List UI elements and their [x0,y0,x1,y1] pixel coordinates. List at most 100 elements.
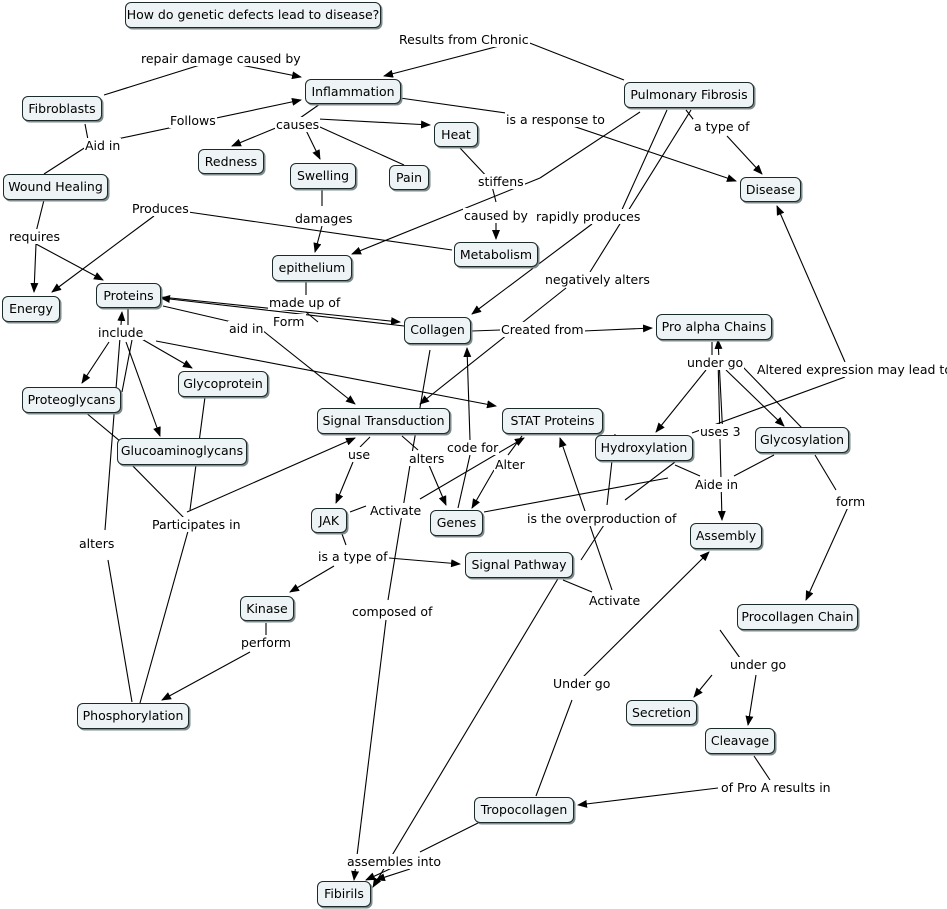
connector-line [186,437,356,513]
connector-line [753,755,771,781]
concept-epithelium[interactable]: epithelium [272,255,352,281]
link-label-follows: Follows [169,113,217,128]
link-label-composed-of: composed of [351,604,434,619]
link-label-aid-in: Aid in [84,138,122,153]
link-label-activate-jak: Activate [369,503,423,518]
connector-line [471,469,495,509]
connector-line [579,551,710,681]
connector-line [693,674,713,698]
concept-wound-healing[interactable]: Wound Healing [3,174,108,200]
concept-metabolism[interactable]: Metabolism [454,242,538,267]
connector-line [814,454,837,491]
link-label-is-a-type-of: is a type of [317,549,389,564]
concept-glycoprotein[interactable]: Glycoprotein [178,371,268,397]
link-label-rapidly-produces: rapidly produces [535,209,642,224]
link-label-made-up-of: made up of [268,295,342,310]
connector-line [388,557,461,568]
connector-line [121,339,133,393]
concept-glucoaminoglycans[interactable]: Glucoaminoglycans [117,438,247,465]
connector-line [589,109,692,273]
connector-line [741,365,803,429]
concept-kinase[interactable]: Kinase [240,596,294,621]
connector-line [35,199,45,233]
connector-line [139,337,193,369]
concept-stat-proteins[interactable]: STAT Proteins [502,408,603,434]
connector-line [725,369,785,427]
link-label-under-go-tropo: Under go [552,676,612,691]
link-label-alter: Alter [494,457,526,472]
concept-redness[interactable]: Redness [198,149,264,174]
concept-energy[interactable]: Energy [2,296,60,322]
concept-inflammation[interactable]: Inflammation [305,79,401,104]
link-label-negatively-alters: negatively alters [544,272,651,287]
concept-cleavage[interactable]: Cleavage [705,728,775,754]
concept-assembly[interactable]: Assembly [690,523,762,549]
connector-line [341,533,347,546]
link-label-causes: causes [275,117,321,132]
concept-fibirils[interactable]: Fibirils [317,881,371,907]
connector-line [717,357,726,521]
concept-procollagen-chain[interactable]: Procollagen Chain [737,604,858,630]
concept-disease[interactable]: Disease [740,177,801,202]
connector-line [335,461,354,504]
connector-line [299,117,431,129]
link-label-a-type-of: a type of [693,119,751,134]
connector-line [43,144,90,175]
concept-collagen[interactable]: Collagen [404,317,471,344]
connector-line [624,461,676,501]
concept-phosphorylation[interactable]: Phosphorylation [77,703,189,729]
connector-line [691,376,846,434]
link-label-is-the-overproduction-of: is the overproduction of [526,511,678,526]
concept-heat[interactable]: Heat [434,122,478,147]
connector-line [125,341,161,437]
connector-line [805,504,850,601]
link-label-participates-in: Participates in [151,517,242,532]
link-label-aide-in: Aide in [694,477,740,492]
concept-jak[interactable]: JAK [311,508,347,533]
connector-line [582,324,653,333]
concept-genes[interactable]: Genes [430,510,483,536]
concept-pain[interactable]: Pain [389,165,429,190]
link-label-stiffens: stiffens [477,174,525,189]
connector-line [139,523,191,704]
link-label-produces: Produces [131,201,190,216]
link-label-perform: perform [240,635,292,650]
concept-signal-pathway[interactable]: Signal Pathway [465,552,573,578]
connector-line [401,435,419,451]
connector-line [409,349,431,466]
concept-swelling[interactable]: Swelling [290,163,356,189]
connector-line [351,619,387,881]
connector-line [507,435,523,456]
connector-line [719,629,741,659]
link-label-of-pro-a-results-in: of Pro A results in [720,780,832,795]
concept-fibroblasts[interactable]: Fibroblasts [22,96,102,121]
connector-line [160,295,405,327]
connector-line [155,340,497,409]
connector-line [261,329,356,405]
link-label-under-go: under go [686,355,745,370]
connector-line [375,868,411,882]
concept-hydroxylation[interactable]: Hydroxylation [595,435,693,461]
connector-line [580,524,605,561]
concept-tropocollagen[interactable]: Tropocollagen [474,797,574,823]
connector-line [305,311,319,323]
connector-line [359,436,371,448]
concept-signal-transduction[interactable]: Signal Transduction [317,408,450,434]
connector-line [674,464,701,477]
concept-secretion[interactable]: Secretion [626,700,697,725]
link-label-damages: damages [294,211,354,226]
connector-line [733,454,775,477]
connector-line [655,369,707,433]
connector-line [372,571,563,888]
concept-question[interactable]: How do genetic defects lead to disease? [125,2,381,28]
connector-line [349,505,367,513]
concept-proteoglycans[interactable]: Proteoglycans [22,387,121,413]
connector-line [745,674,757,726]
link-label-caused-by: caused by [463,208,529,223]
concept-glycosylation[interactable]: Glycosylation [755,427,849,453]
concept-proteins[interactable]: Proteins [96,283,161,308]
concept-pulmonary-fibrosis[interactable]: Pulmonary Fibrosis [624,82,754,108]
link-label-results-from-chronic: Results from Chronic [398,32,530,47]
concept-pro-alpha-chains[interactable]: Pro alpha Chains [656,314,772,340]
